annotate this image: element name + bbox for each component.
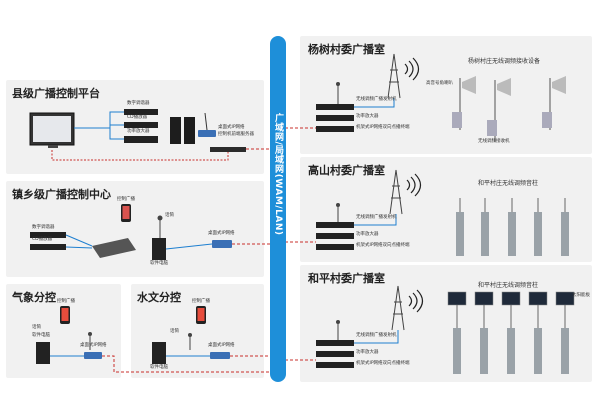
- receiver-2: [487, 120, 497, 136]
- yangshu-rack-terminal: [316, 126, 354, 132]
- town-panel: [6, 181, 264, 277]
- town-pc-device: [152, 238, 166, 260]
- town-mic-icon: [157, 215, 163, 221]
- receiver-3: [542, 112, 552, 128]
- heping-mic-icon: [336, 320, 340, 324]
- yangshu-title: 杨树村委广播室: [308, 43, 385, 56]
- weather-panel: [6, 284, 121, 378]
- weather-label: 桌面式IP网络: [80, 343, 107, 348]
- weather-ip-terminal: [84, 352, 102, 359]
- yangshu-label: 无线调频广播发射机: [356, 97, 397, 102]
- yangshu-tower: [387, 53, 401, 99]
- gaoshan-amplifier: [316, 233, 354, 239]
- heping-label: 功率放大器: [356, 350, 379, 355]
- gaoshan-tower: [389, 169, 403, 215]
- water-equipment: [152, 306, 230, 364]
- server-device: [210, 147, 246, 152]
- heping-label: 机架式IP网络双向点播终端: [356, 361, 410, 366]
- town-label: 软件电脑: [150, 261, 168, 266]
- mixer-device: [92, 238, 136, 258]
- gaoshan-speaker-columns: [456, 212, 569, 256]
- town-equipment: [30, 204, 232, 260]
- weather-title: 气象分控: [12, 291, 56, 304]
- water-ip-terminal: [210, 352, 230, 359]
- tuner-device: [124, 109, 158, 115]
- town-label: CD播放器: [32, 237, 53, 242]
- town-label: 数字调谐器: [32, 225, 55, 230]
- yangshu-amplifier: [316, 115, 354, 121]
- speaker-left: [170, 117, 181, 144]
- yangshu-label: 机架式IP网络双向点播终端: [356, 125, 410, 130]
- horn-speaker-2: [497, 78, 511, 96]
- yangshu-mic-icon: [336, 82, 340, 86]
- heping-tower: [391, 285, 405, 331]
- cd-player-device: [124, 122, 158, 128]
- yangshu-label: 无线调频接收机: [478, 139, 510, 144]
- gaoshan-title: 高山村委广播室: [308, 164, 385, 177]
- county-label: 桌面式IP网络: [218, 125, 245, 130]
- yangshu-transmitter: [316, 104, 354, 110]
- water-label: 软件电脑: [150, 365, 168, 370]
- weather-equipment: [36, 306, 102, 364]
- gaoshan-label: 功率放大器: [356, 232, 379, 237]
- town-label: 控制广播: [117, 197, 135, 202]
- gaoshan-equipment: [316, 169, 569, 256]
- heping-amplifier: [316, 351, 354, 357]
- speaker-right: [184, 117, 195, 144]
- solar-panels: [447, 291, 575, 306]
- town-ip-terminal: [212, 240, 232, 248]
- horn-speaker-3: [552, 76, 566, 94]
- gaoshan-label: 无线调频广播发射机: [356, 215, 397, 220]
- water-label: 控制广播: [192, 299, 210, 304]
- gaoshan-label: 机架式IP网络双向点播终端: [356, 243, 410, 248]
- water-mic-icon: [188, 333, 192, 337]
- yangshu-subtitle: 杨树村庄无线调频接收设备: [468, 58, 541, 65]
- yangshu-label: 高音号角喇叭: [426, 81, 453, 86]
- heping-rack-terminal: [316, 362, 354, 368]
- yangshu-panel: [300, 36, 592, 154]
- receiver-1: [452, 112, 462, 128]
- town-title: 镇乡级广播控制中心: [12, 188, 111, 201]
- town-cd-device: [30, 244, 66, 250]
- horn-speaker-1: [462, 76, 476, 94]
- heping-speaker-columns: [453, 328, 569, 374]
- town-label: 桌面式IP网络: [208, 231, 235, 236]
- gaoshan-mic-icon: [336, 203, 340, 207]
- heping-subtitle: 和平村庄无线调频音柱: [478, 282, 539, 289]
- water-pc-device: [152, 342, 166, 364]
- county-label: 控制机前端服务器: [218, 132, 254, 137]
- heping-label: 无线调频广播发射机: [356, 333, 397, 338]
- network-bus: [270, 36, 286, 382]
- town-label: 话筒: [165, 213, 174, 218]
- gaoshan-rack-terminal: [316, 244, 354, 250]
- yangshu-label: 功率放大器: [356, 114, 379, 119]
- yangshu-equipment: [316, 53, 566, 142]
- bus-links: [102, 127, 316, 373]
- county-label: 功率放大器: [127, 129, 150, 134]
- network-bus-label: 广域网/局域网(WAM/LAN): [273, 112, 283, 236]
- heping-label: 太阳能板: [572, 293, 590, 298]
- county-label: CD播放器: [127, 115, 148, 120]
- weather-label: 话筒: [32, 325, 41, 330]
- heping-transmitter: [316, 340, 354, 346]
- heping-equipment: [316, 285, 575, 374]
- weather-label: 控制广播: [57, 299, 75, 304]
- weather-mic-icon: [88, 332, 92, 336]
- gaoshan-subtitle: 和平村庄无线调频音柱: [478, 180, 539, 187]
- gaoshan-transmitter: [316, 222, 354, 228]
- water-title: 水文分控: [137, 291, 181, 304]
- weather-pc-device: [36, 342, 50, 364]
- town-tuner-device: [30, 232, 66, 238]
- county-equipment: [29, 109, 246, 161]
- county-label: 数字调谐器: [127, 101, 150, 106]
- ip-desktop-terminal: [198, 130, 216, 137]
- amplifier-device: [124, 136, 158, 143]
- county-title: 县级广播控制平台: [12, 87, 100, 100]
- water-label: 桌面式IP网络: [208, 343, 235, 348]
- weather-label: 软件电脑: [32, 333, 50, 338]
- heping-title: 和平村委广播室: [308, 272, 385, 285]
- water-label: 话筒: [170, 329, 179, 334]
